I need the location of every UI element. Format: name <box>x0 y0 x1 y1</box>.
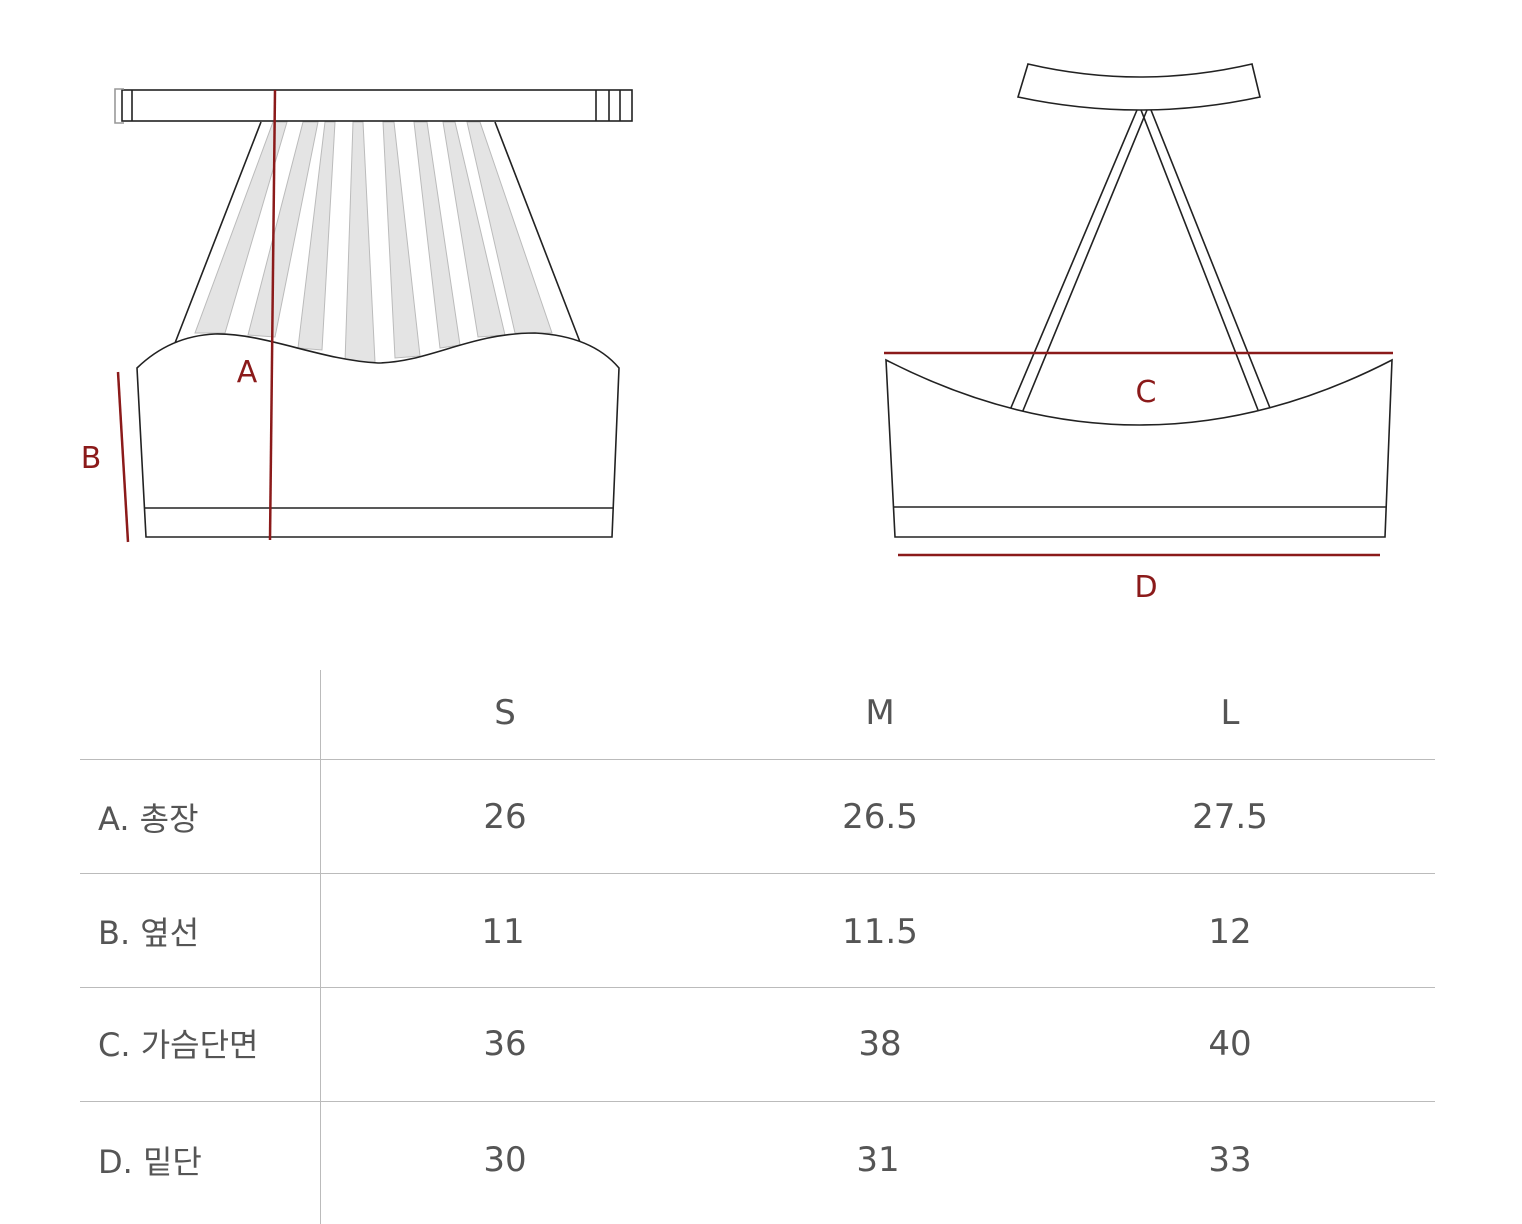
cell-d-m: 31 <box>856 1140 900 1180</box>
column-header-l: L <box>1220 693 1240 733</box>
cell-c-l: 40 <box>1208 1024 1252 1064</box>
measure-b <box>116 371 130 543</box>
measure-a <box>268 89 277 541</box>
cell-b-l: 12 <box>1208 912 1252 952</box>
back-body <box>885 358 1393 538</box>
column-header-s: S <box>494 693 516 733</box>
cell-b-s: 11 <box>481 912 525 952</box>
front-view <box>114 88 633 538</box>
back-neck-band <box>1016 63 1261 111</box>
cell-c-s: 36 <box>483 1024 527 1064</box>
label-b: B <box>81 441 102 476</box>
cell-a-l: 27.5 <box>1192 797 1268 837</box>
measure-lines <box>116 89 1393 557</box>
back-view <box>885 63 1393 538</box>
pleats <box>194 121 553 363</box>
cell-d-s: 30 <box>483 1140 527 1180</box>
cell-c-m: 38 <box>858 1024 902 1064</box>
garment-diagram: A B C D <box>81 63 1393 605</box>
label-d: D <box>1134 570 1157 605</box>
cell-d-l: 33 <box>1208 1140 1252 1180</box>
row-divider <box>80 759 1435 760</box>
column-header-m: M <box>865 693 895 733</box>
front-body <box>136 332 620 538</box>
label-a: A <box>237 355 258 390</box>
row-label-d: D. 밑단 <box>98 1143 202 1181</box>
row-divider <box>80 987 1435 988</box>
row-label-b: B. 옆선 <box>98 914 200 952</box>
column-divider <box>320 670 321 1224</box>
row-divider <box>80 873 1435 874</box>
row-label-c: C. 가슴단면 <box>98 1026 259 1064</box>
cell-a-m: 26.5 <box>842 797 918 837</box>
label-c: C <box>1136 375 1157 410</box>
clasp-icon <box>114 88 124 124</box>
neck-band <box>121 89 633 122</box>
cell-a-s: 26 <box>483 797 527 837</box>
cell-b-m: 11.5 <box>842 912 918 952</box>
row-divider <box>80 1101 1435 1102</box>
row-label-a: A. 총장 <box>98 800 199 838</box>
